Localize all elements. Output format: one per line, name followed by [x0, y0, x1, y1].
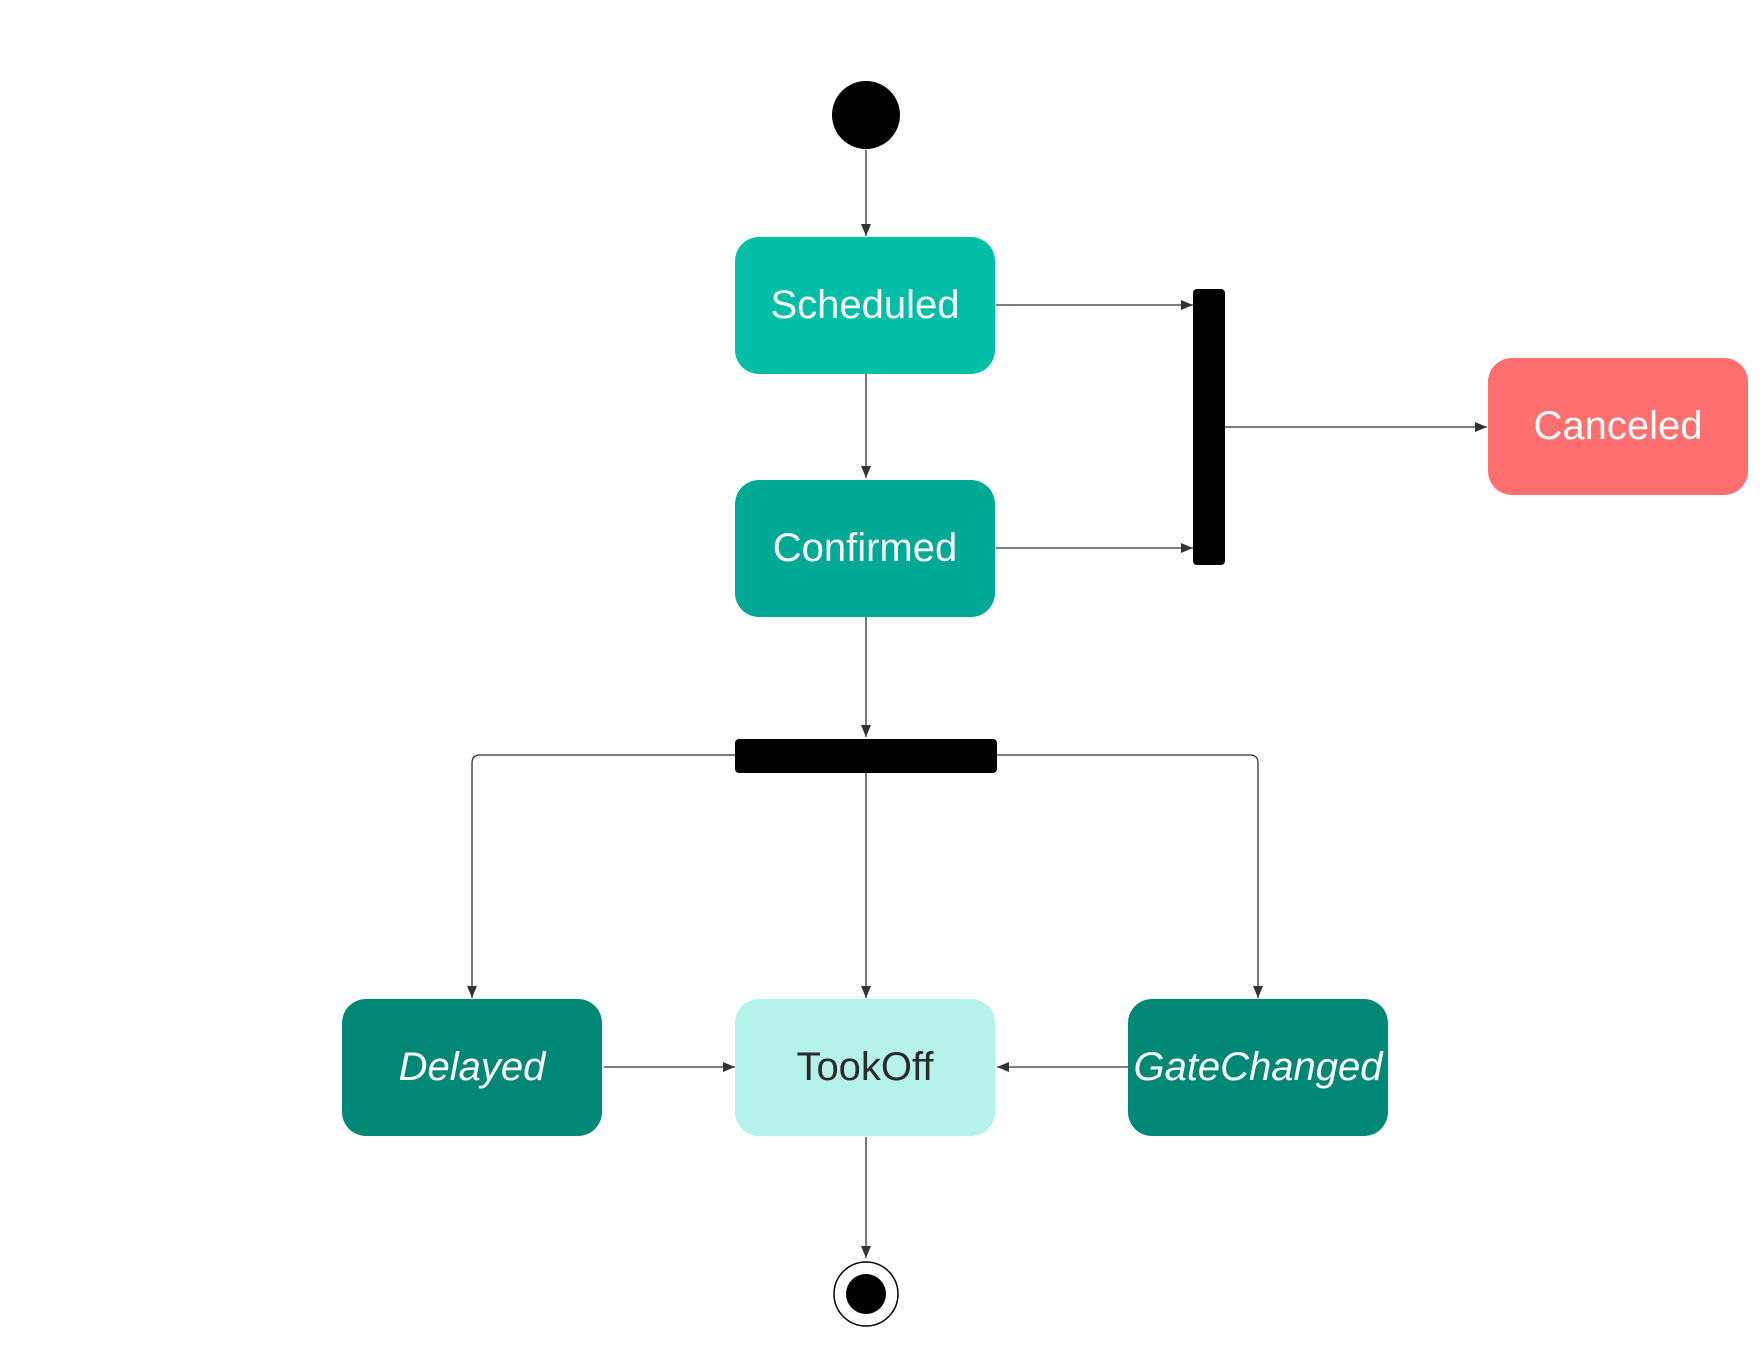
transition-fork-bar-to-gatechanged	[997, 754, 1263, 998]
state-gatechanged: GateChanged	[1128, 999, 1388, 1136]
join-bar	[1193, 289, 1225, 565]
state-delayed-label: Delayed	[398, 1045, 546, 1089]
final-node-core	[846, 1274, 886, 1314]
state-canceled-label: Canceled	[1533, 404, 1703, 448]
final-node	[833, 1261, 899, 1327]
state-delayed: Delayed	[342, 999, 602, 1136]
state-scheduled-label: Scheduled	[770, 283, 960, 327]
state-confirmed-label: Confirmed	[772, 526, 958, 570]
state-tookoff-label: TookOff	[796, 1045, 934, 1089]
state-tookoff: TookOff	[735, 999, 995, 1136]
fork-bar	[735, 739, 997, 773]
transition-fork-bar-to-delayed	[467, 754, 735, 998]
state-confirmed: Confirmed	[735, 480, 995, 617]
transitions	[467, 150, 1487, 1258]
state-scheduled: Scheduled	[735, 237, 995, 374]
initial-node	[832, 81, 900, 149]
state-gatechanged-label: GateChanged	[1133, 1045, 1383, 1089]
state-canceled: Canceled	[1488, 358, 1748, 495]
